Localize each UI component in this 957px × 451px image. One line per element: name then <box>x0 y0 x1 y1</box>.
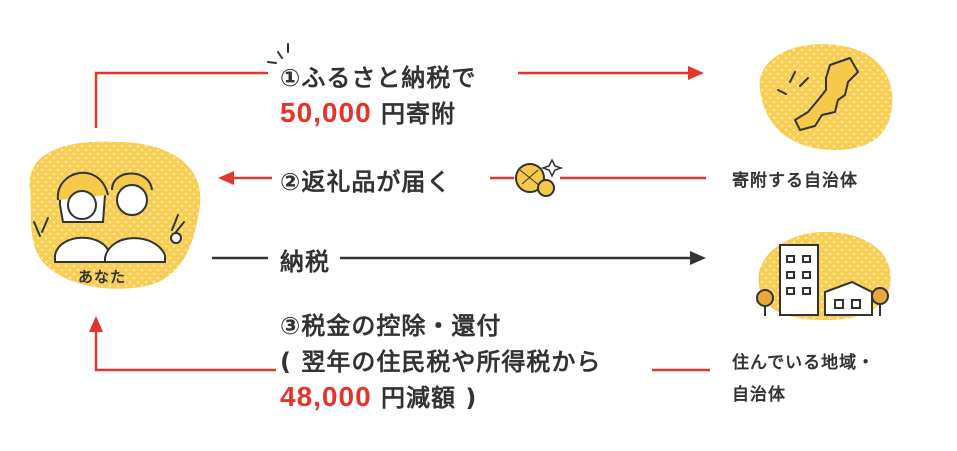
donation-arrowhead <box>688 66 704 80</box>
residence-label-line2: 自治体 <box>732 385 786 405</box>
step3-amount-line: 48,000 円減額 ) <box>280 378 477 413</box>
residence-label-line1: 住んでいる地域・ <box>732 353 876 373</box>
step3-amount: 48,000 <box>280 381 372 412</box>
step1-title: ①ふるさと納税で <box>280 64 477 92</box>
step3-unit: 円減額 ) <box>381 384 478 412</box>
tax-arrowhead <box>690 251 706 265</box>
japan-map-icon <box>794 57 859 131</box>
gift-arrowhead <box>218 171 234 185</box>
residence-illustration <box>756 231 891 320</box>
step2-title: ②返礼品が届く <box>280 168 452 196</box>
you-label: あなた <box>78 268 127 286</box>
donation-target-illustration <box>759 44 893 150</box>
tax-label: 納税 <box>280 248 330 276</box>
deduction-arrow <box>94 330 710 372</box>
person-right-icon <box>104 172 185 263</box>
step1-amount-line: 50,000 円寄附 <box>280 94 456 129</box>
step3-note: ( 翌年の住民税や所得税から <box>280 348 602 376</box>
donation-arrow <box>94 71 690 128</box>
step3-title: ③税金の控除・還付 <box>280 312 502 340</box>
melon-icon <box>515 158 564 197</box>
donation-target-label: 寄附する自治体 <box>732 171 858 191</box>
you-illustration <box>29 141 201 289</box>
sparkle-icon <box>267 43 289 64</box>
step1-amount: 50,000 <box>280 97 372 128</box>
building-icon <box>756 244 889 316</box>
deduction-arrowhead <box>89 316 103 332</box>
step1-unit: 円寄附 <box>381 100 456 128</box>
